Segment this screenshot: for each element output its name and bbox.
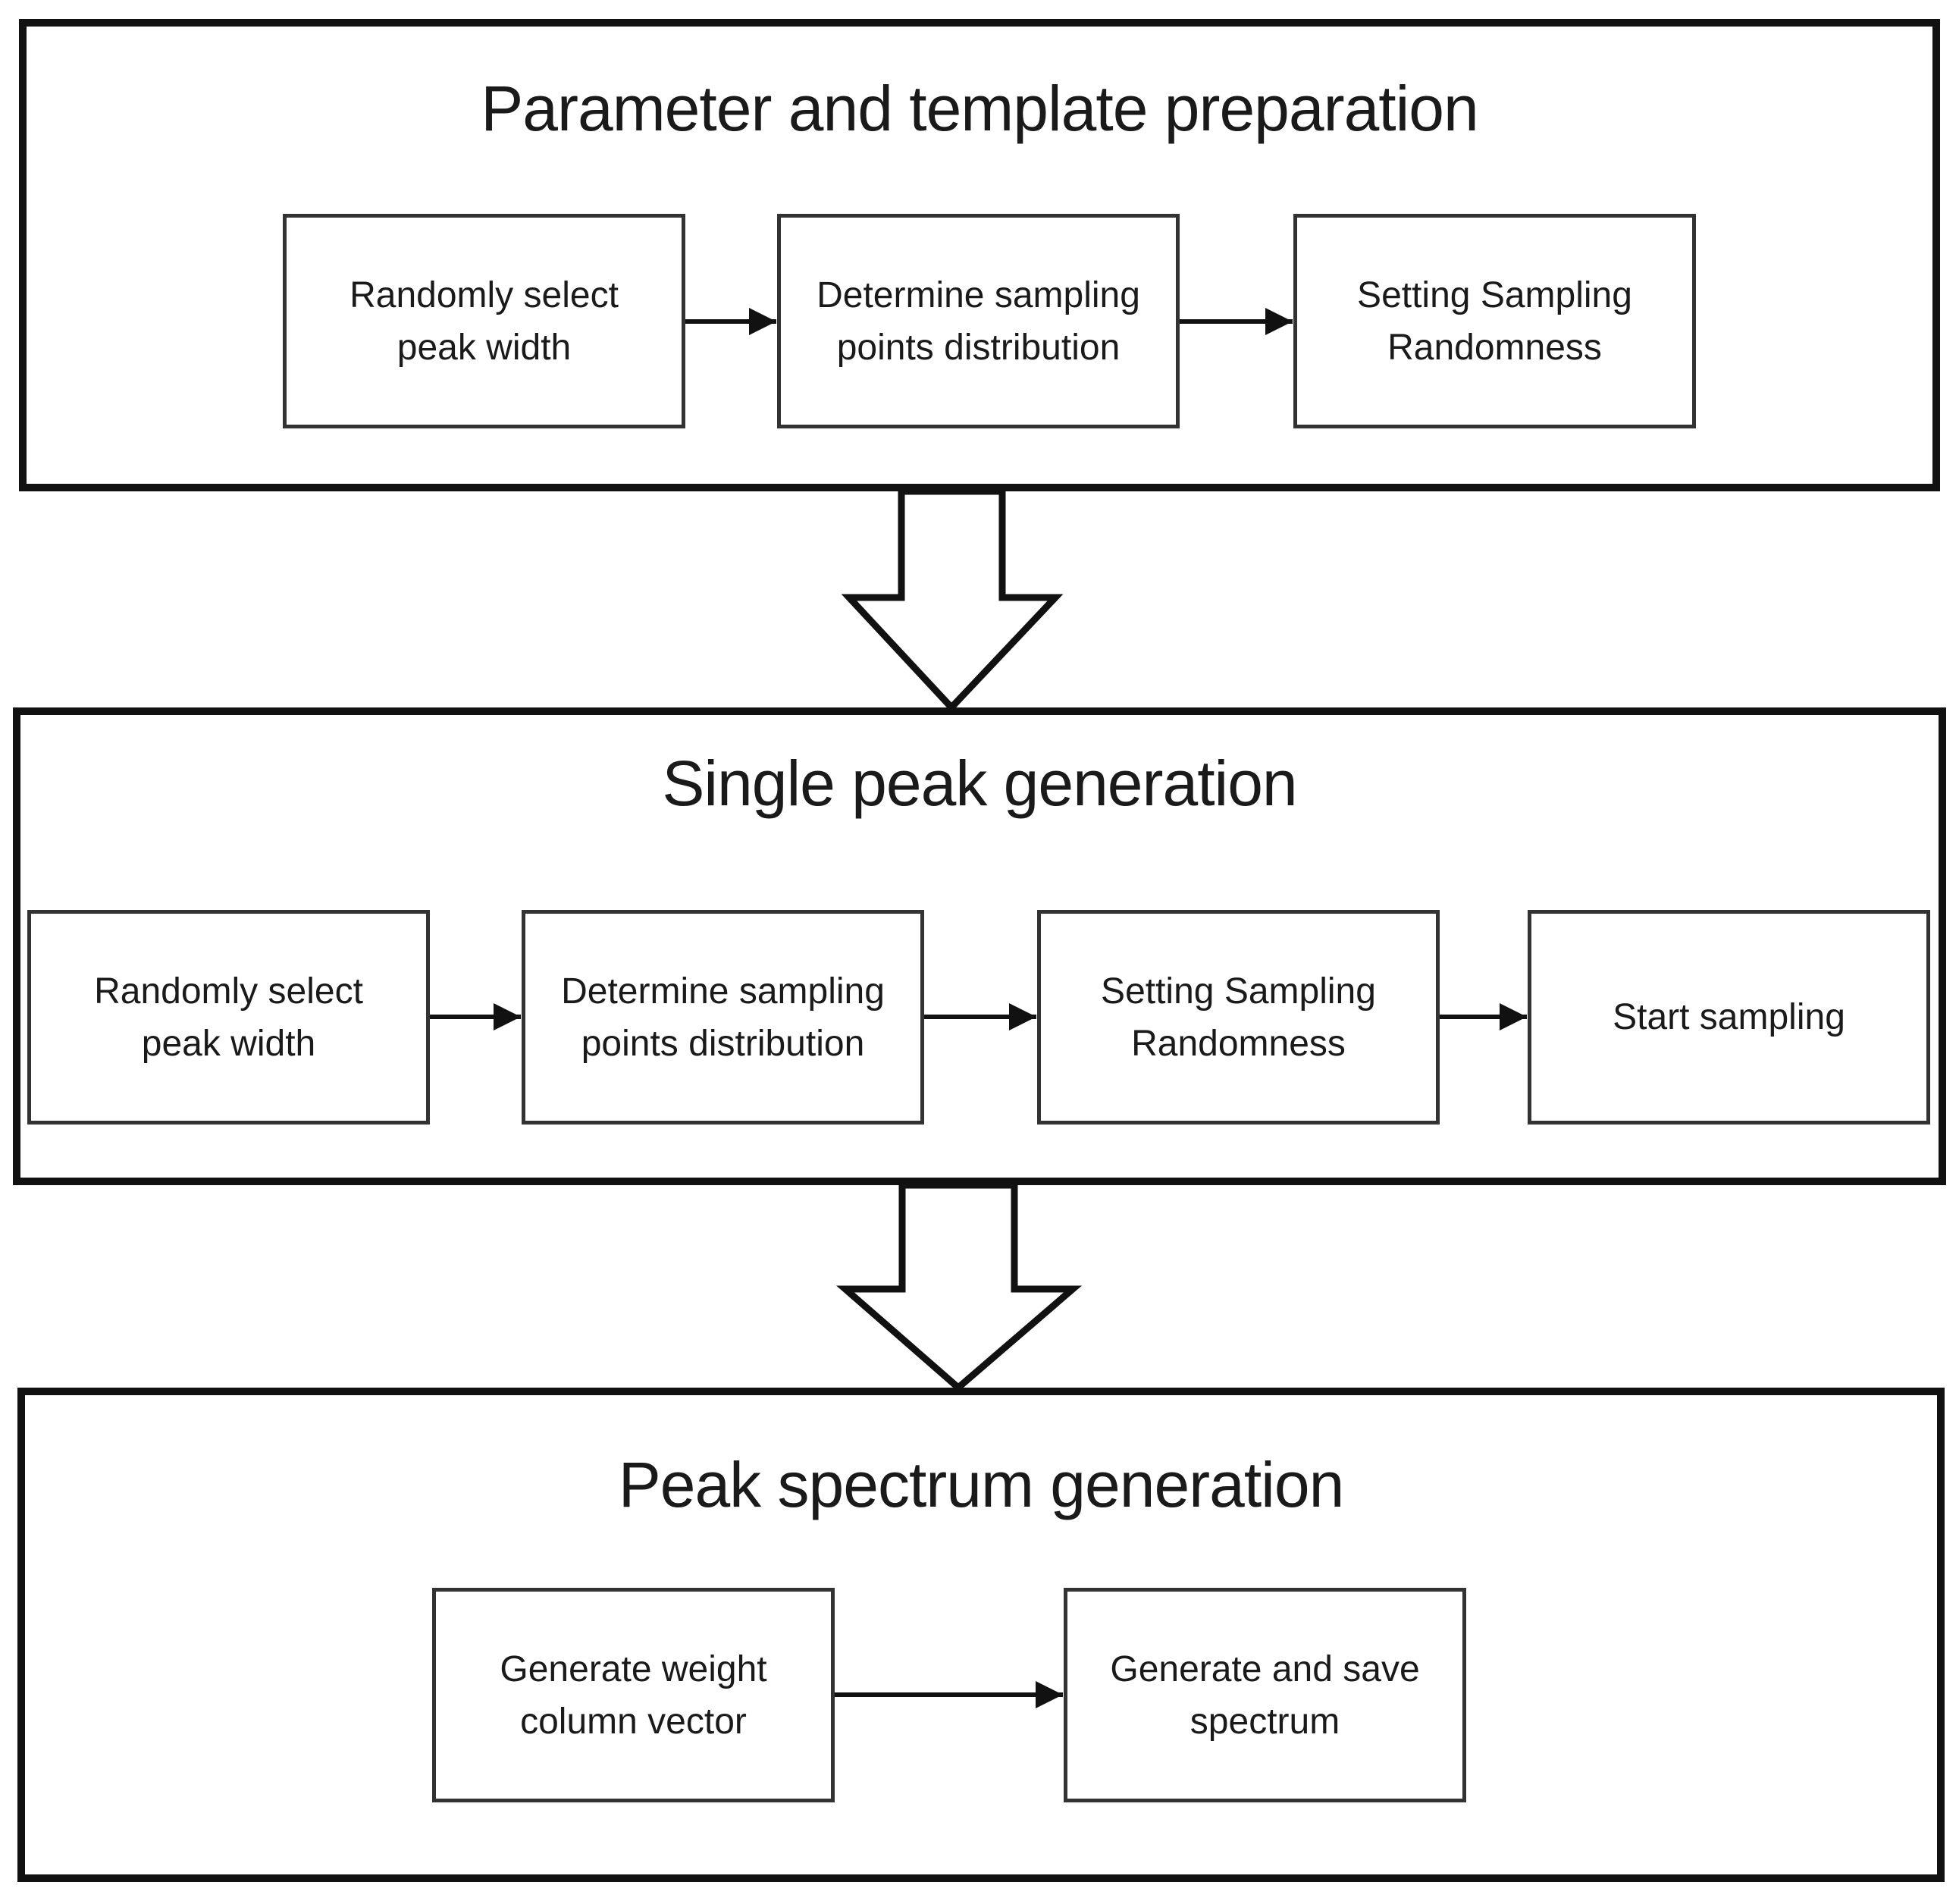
- step-determine-sampling-distribution: Determine sampling points distribution: [777, 214, 1180, 428]
- step-label: Determine sampling points distribution: [561, 971, 885, 1064]
- step-setting-sampling-randomness: Setting Sampling Randomness: [1037, 910, 1440, 1125]
- step-determine-sampling-distribution: Determine sampling points distribution: [522, 910, 924, 1125]
- step-label: Start sampling: [1613, 997, 1845, 1037]
- stage-title: Single peak generation: [662, 748, 1297, 819]
- step-label: Setting Sampling Randomness: [1101, 971, 1376, 1064]
- step-label: Determine sampling points distribution: [817, 274, 1140, 368]
- step-label: Randomly select peak width: [94, 971, 363, 1064]
- step-start-sampling: Start sampling: [1528, 910, 1930, 1125]
- step-label: Generate weight column vector: [500, 1648, 767, 1742]
- step-randomly-select-peak-width: Randomly select peak width: [283, 214, 685, 428]
- stage-flow-arrow: [841, 488, 1064, 713]
- stage-title: Peak spectrum generation: [618, 1449, 1345, 1520]
- stage-flow-arrow: [835, 1181, 1083, 1392]
- step-label: Randomly select peak width: [349, 274, 619, 368]
- step-setting-sampling-randomness: Setting Sampling Randomness: [1293, 214, 1696, 428]
- stage-peak-spectrum-generation: Peak spectrum generation: [17, 1388, 1945, 1882]
- step-generate-and-save-spectrum: Generate and save spectrum: [1064, 1588, 1466, 1802]
- step-label: Setting Sampling Randomness: [1357, 274, 1632, 368]
- step-generate-weight-column-vector: Generate weight column vector: [432, 1588, 835, 1802]
- step-label: Generate and save spectrum: [1110, 1648, 1420, 1742]
- stage-title: Parameter and template preparation: [481, 73, 1478, 144]
- step-randomly-select-peak-width: Randomly select peak width: [27, 910, 430, 1125]
